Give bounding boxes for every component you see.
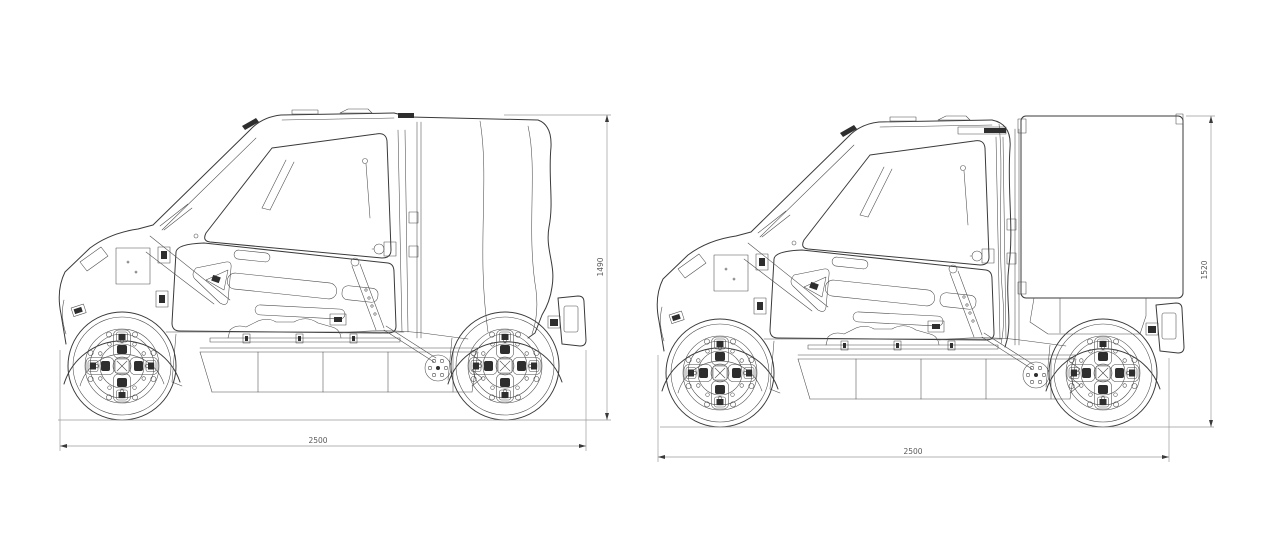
dimension-label-height-left: 1490 xyxy=(596,257,605,276)
cargo-box xyxy=(1017,113,1184,335)
vehicle-drawing-cab-box xyxy=(657,113,1214,427)
dimension-label-length-left: 2500 xyxy=(308,436,327,445)
vehicle-drawing-cab-van xyxy=(58,109,611,420)
cab-rear-wall xyxy=(957,119,1012,348)
dimension-height-left: 1490 xyxy=(504,114,611,420)
dimension-height-right: 1520 xyxy=(1186,115,1215,427)
van-body xyxy=(393,112,554,339)
dimension-length-right: 2500 xyxy=(657,355,1170,462)
taillight-left xyxy=(547,295,587,347)
dimension-length-left: 2500 xyxy=(59,350,587,451)
dimension-label-length-right: 2500 xyxy=(903,447,922,456)
dimension-label-height-right: 1520 xyxy=(1200,260,1209,279)
taillight-right xyxy=(1145,302,1185,354)
cargo-box-skirt xyxy=(1029,297,1147,335)
